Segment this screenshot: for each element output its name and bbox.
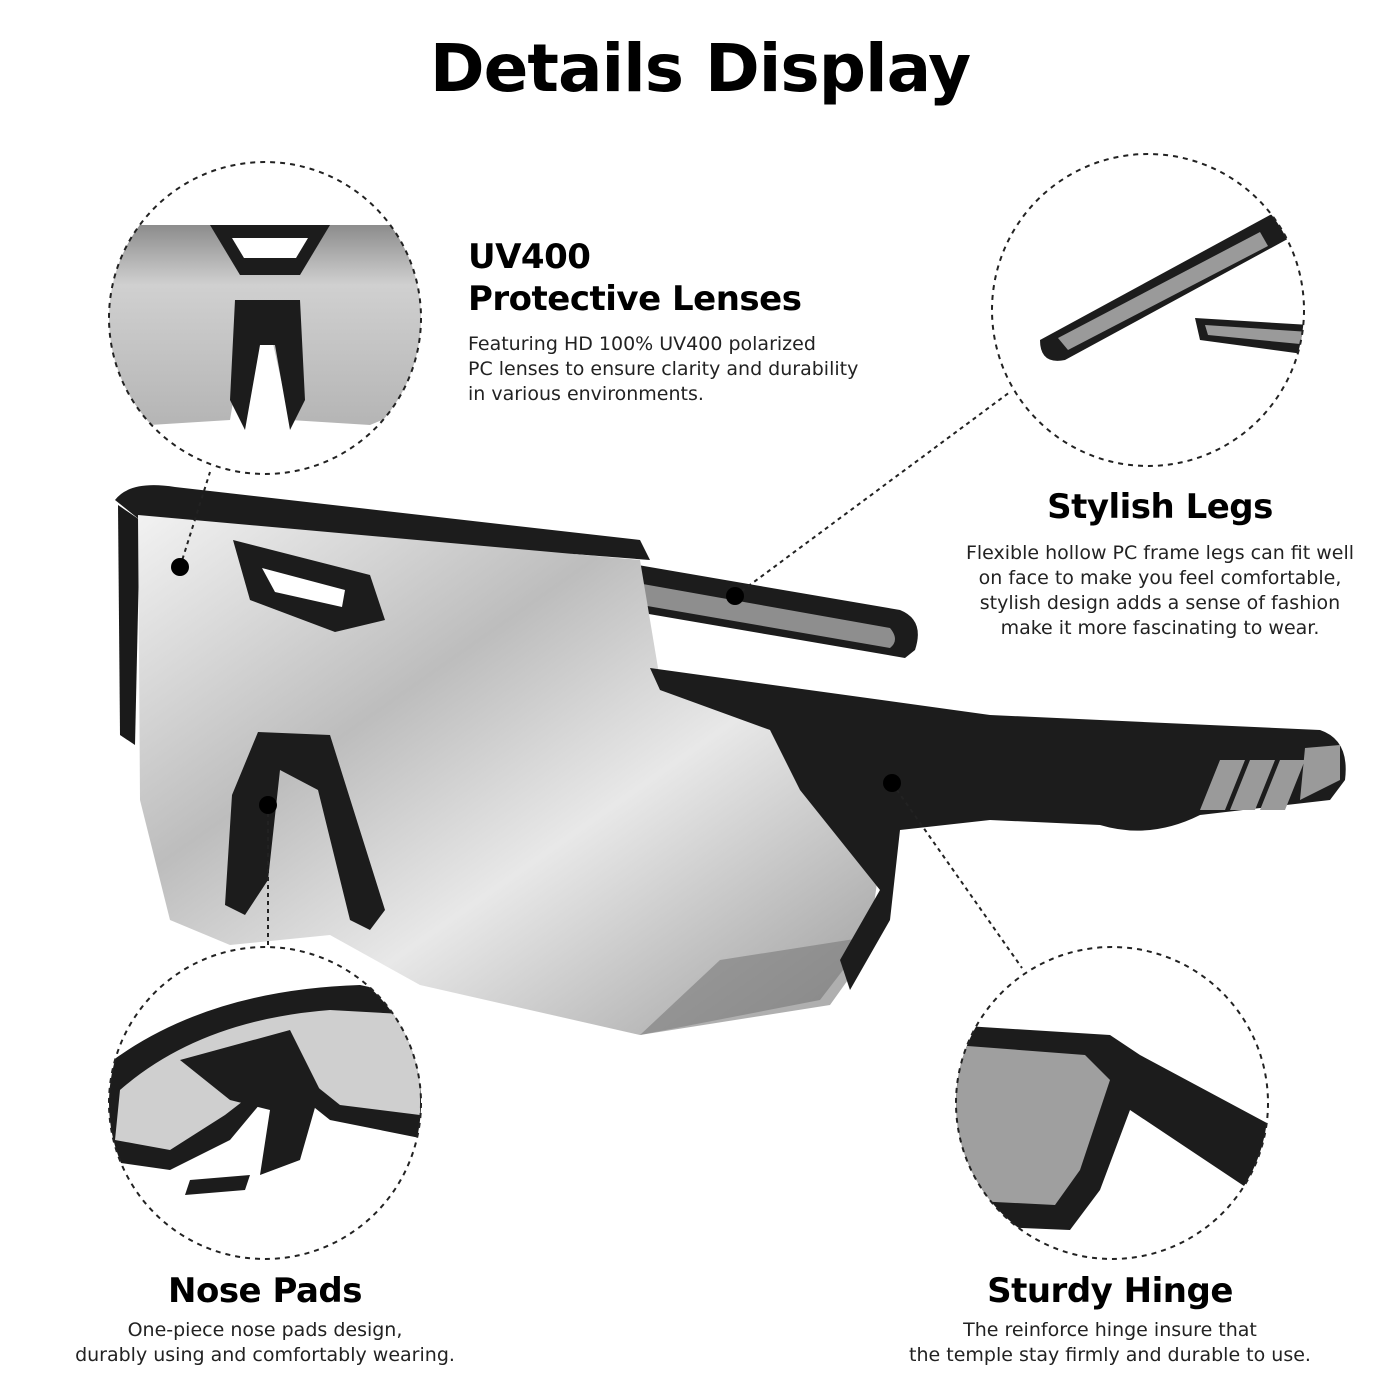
legs-desc-line: on face to make you feel comfortable, — [978, 567, 1342, 589]
callout-nose-pads — [259, 796, 277, 947]
legs-desc-line: Flexible hollow PC frame legs can fit we… — [965, 542, 1355, 564]
legs-zoom-circle — [991, 153, 1305, 467]
callout-hinge — [883, 774, 1023, 969]
lenses-desc-line: Featuring HD 100% UV400 polarized — [468, 333, 816, 355]
page-title: Details Display — [429, 30, 971, 107]
main-sunglasses — [115, 485, 1346, 1035]
lenses-title: UV400 Protective Lenses — [468, 236, 802, 320]
hinge-desc-line: The reinforce hinge insure that — [963, 1319, 1257, 1341]
legs-desc-line: make it more fascinating to wear. — [1000, 617, 1320, 639]
callout-legs — [726, 391, 1011, 605]
lens-zoom-circle — [108, 161, 422, 475]
nose-pads-title: Nose Pads — [168, 1271, 362, 1311]
lenses-title-line: Protective Lenses — [468, 279, 802, 319]
hinge-title: Sturdy Hinge — [987, 1271, 1233, 1311]
nose-pads-zoom-circle — [108, 946, 422, 1260]
legs-description: Flexible hollow PC frame legs can fit we… — [940, 541, 1380, 641]
hinge-description: The reinforce hinge insure that the temp… — [860, 1318, 1360, 1368]
lenses-desc-line: in various environments. — [468, 383, 704, 405]
lenses-description: Featuring HD 100% UV400 polarized PC len… — [468, 332, 858, 407]
nose-pads-desc-line: durably using and comfortably wearing. — [75, 1344, 455, 1366]
nose-pads-description: One-piece nose pads design, durably usin… — [20, 1318, 510, 1368]
legs-desc-line: stylish design adds a sense of fashion — [979, 592, 1341, 614]
nose-pads-desc-line: One-piece nose pads design, — [127, 1319, 403, 1341]
callout-lenses — [171, 471, 211, 576]
hinge-zoom-circle — [955, 946, 1269, 1260]
lenses-desc-line: PC lenses to ensure clarity and durabili… — [468, 358, 859, 380]
legs-title: Stylish Legs — [1047, 487, 1273, 527]
hinge-desc-line: the temple stay firmly and durable to us… — [909, 1344, 1311, 1366]
lenses-title-line: UV400 — [468, 237, 591, 277]
